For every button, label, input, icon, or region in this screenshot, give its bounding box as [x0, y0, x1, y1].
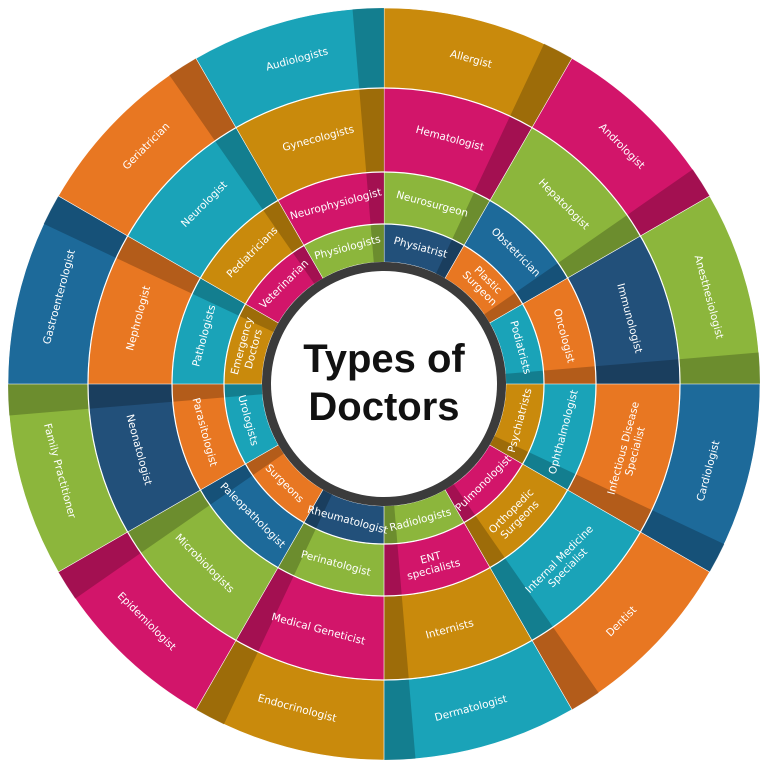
title-line-1: Types of	[303, 337, 465, 381]
segment-shade-family-practitioner	[8, 384, 90, 416]
segment-shade-perinatologist	[278, 522, 316, 576]
segment-shade-ophthalmologist	[522, 452, 576, 490]
ring-divider-3	[223, 223, 545, 545]
segment-shade-cardiologist	[640, 510, 725, 572]
segment-shade-obstetrician	[515, 263, 568, 304]
title-line-2: Doctors	[308, 385, 459, 429]
segment-shade-physiatrist	[435, 239, 464, 279]
segment-shade-hematologist	[474, 116, 532, 201]
segment-shade-ent-specialists	[384, 543, 402, 596]
segment-shade-medical-geneticist	[236, 567, 294, 652]
ring-layer	[7, 7, 761, 761]
segment-shade-neonatologist	[88, 384, 173, 409]
segment-shade-neurophysiologist	[366, 172, 384, 225]
segment-shade-radiologists	[384, 505, 398, 544]
segment-shade-veterinarian	[292, 245, 323, 284]
segment-shade-nephrologist	[116, 236, 201, 294]
segment-shade-plastic-surgeon	[484, 292, 523, 323]
segment-shade-paleopathologist	[200, 464, 253, 505]
segment-shade-psychiatrists	[489, 435, 529, 464]
segment-shade-gastroenterologist	[43, 196, 128, 258]
segment-shade-urologists	[224, 384, 263, 398]
segment-shade-pulmonologist	[445, 484, 476, 523]
segment-shade-microbiologists	[127, 490, 210, 553]
segment-shade-allergist	[510, 43, 572, 128]
segment-shade-endocrinologist	[196, 640, 258, 725]
segment-shade-dentist	[532, 627, 599, 710]
segment-shade-rheumatologist	[304, 489, 333, 529]
segment-shade-pediatricians	[263, 200, 304, 253]
segment-shade-andrologist	[627, 169, 710, 236]
segment-shade-parasitologist	[172, 384, 225, 402]
segment-shade-epidemiologist	[58, 532, 141, 599]
segment-shade-internal-medicine-specialist	[490, 558, 553, 641]
segment-shade-neurosurgeon	[452, 192, 490, 246]
segment-shade-surgeons	[245, 445, 284, 476]
ring-divider-1	[87, 87, 681, 681]
segment-shade-immunologist	[595, 359, 680, 384]
segment-shade-oncologist	[543, 366, 596, 384]
segment-shade-neurologist	[215, 127, 278, 210]
segment-shade-gynecologists	[359, 88, 384, 173]
segment-shade-infectious-disease-specialist	[567, 474, 652, 532]
segment-shade-audiologists	[352, 8, 384, 90]
segment-shade-orthopedic-surgeons	[464, 515, 505, 568]
center-disc	[271, 271, 497, 497]
segment-shade-hepatologist	[558, 215, 641, 278]
ring-divider-2	[171, 171, 597, 597]
segment-shade-physiologists	[370, 224, 384, 263]
segment-shade-internists	[384, 595, 409, 680]
segment-shade-podiatrists	[505, 370, 544, 384]
segment-shade-dermatologist	[384, 678, 416, 760]
segment-shade-emergency-doctors	[239, 304, 279, 333]
segment-shade-anesthesiologist	[678, 352, 760, 384]
segment-shade-geriatrician	[169, 58, 236, 141]
segment-shade-pathologists	[192, 278, 246, 316]
